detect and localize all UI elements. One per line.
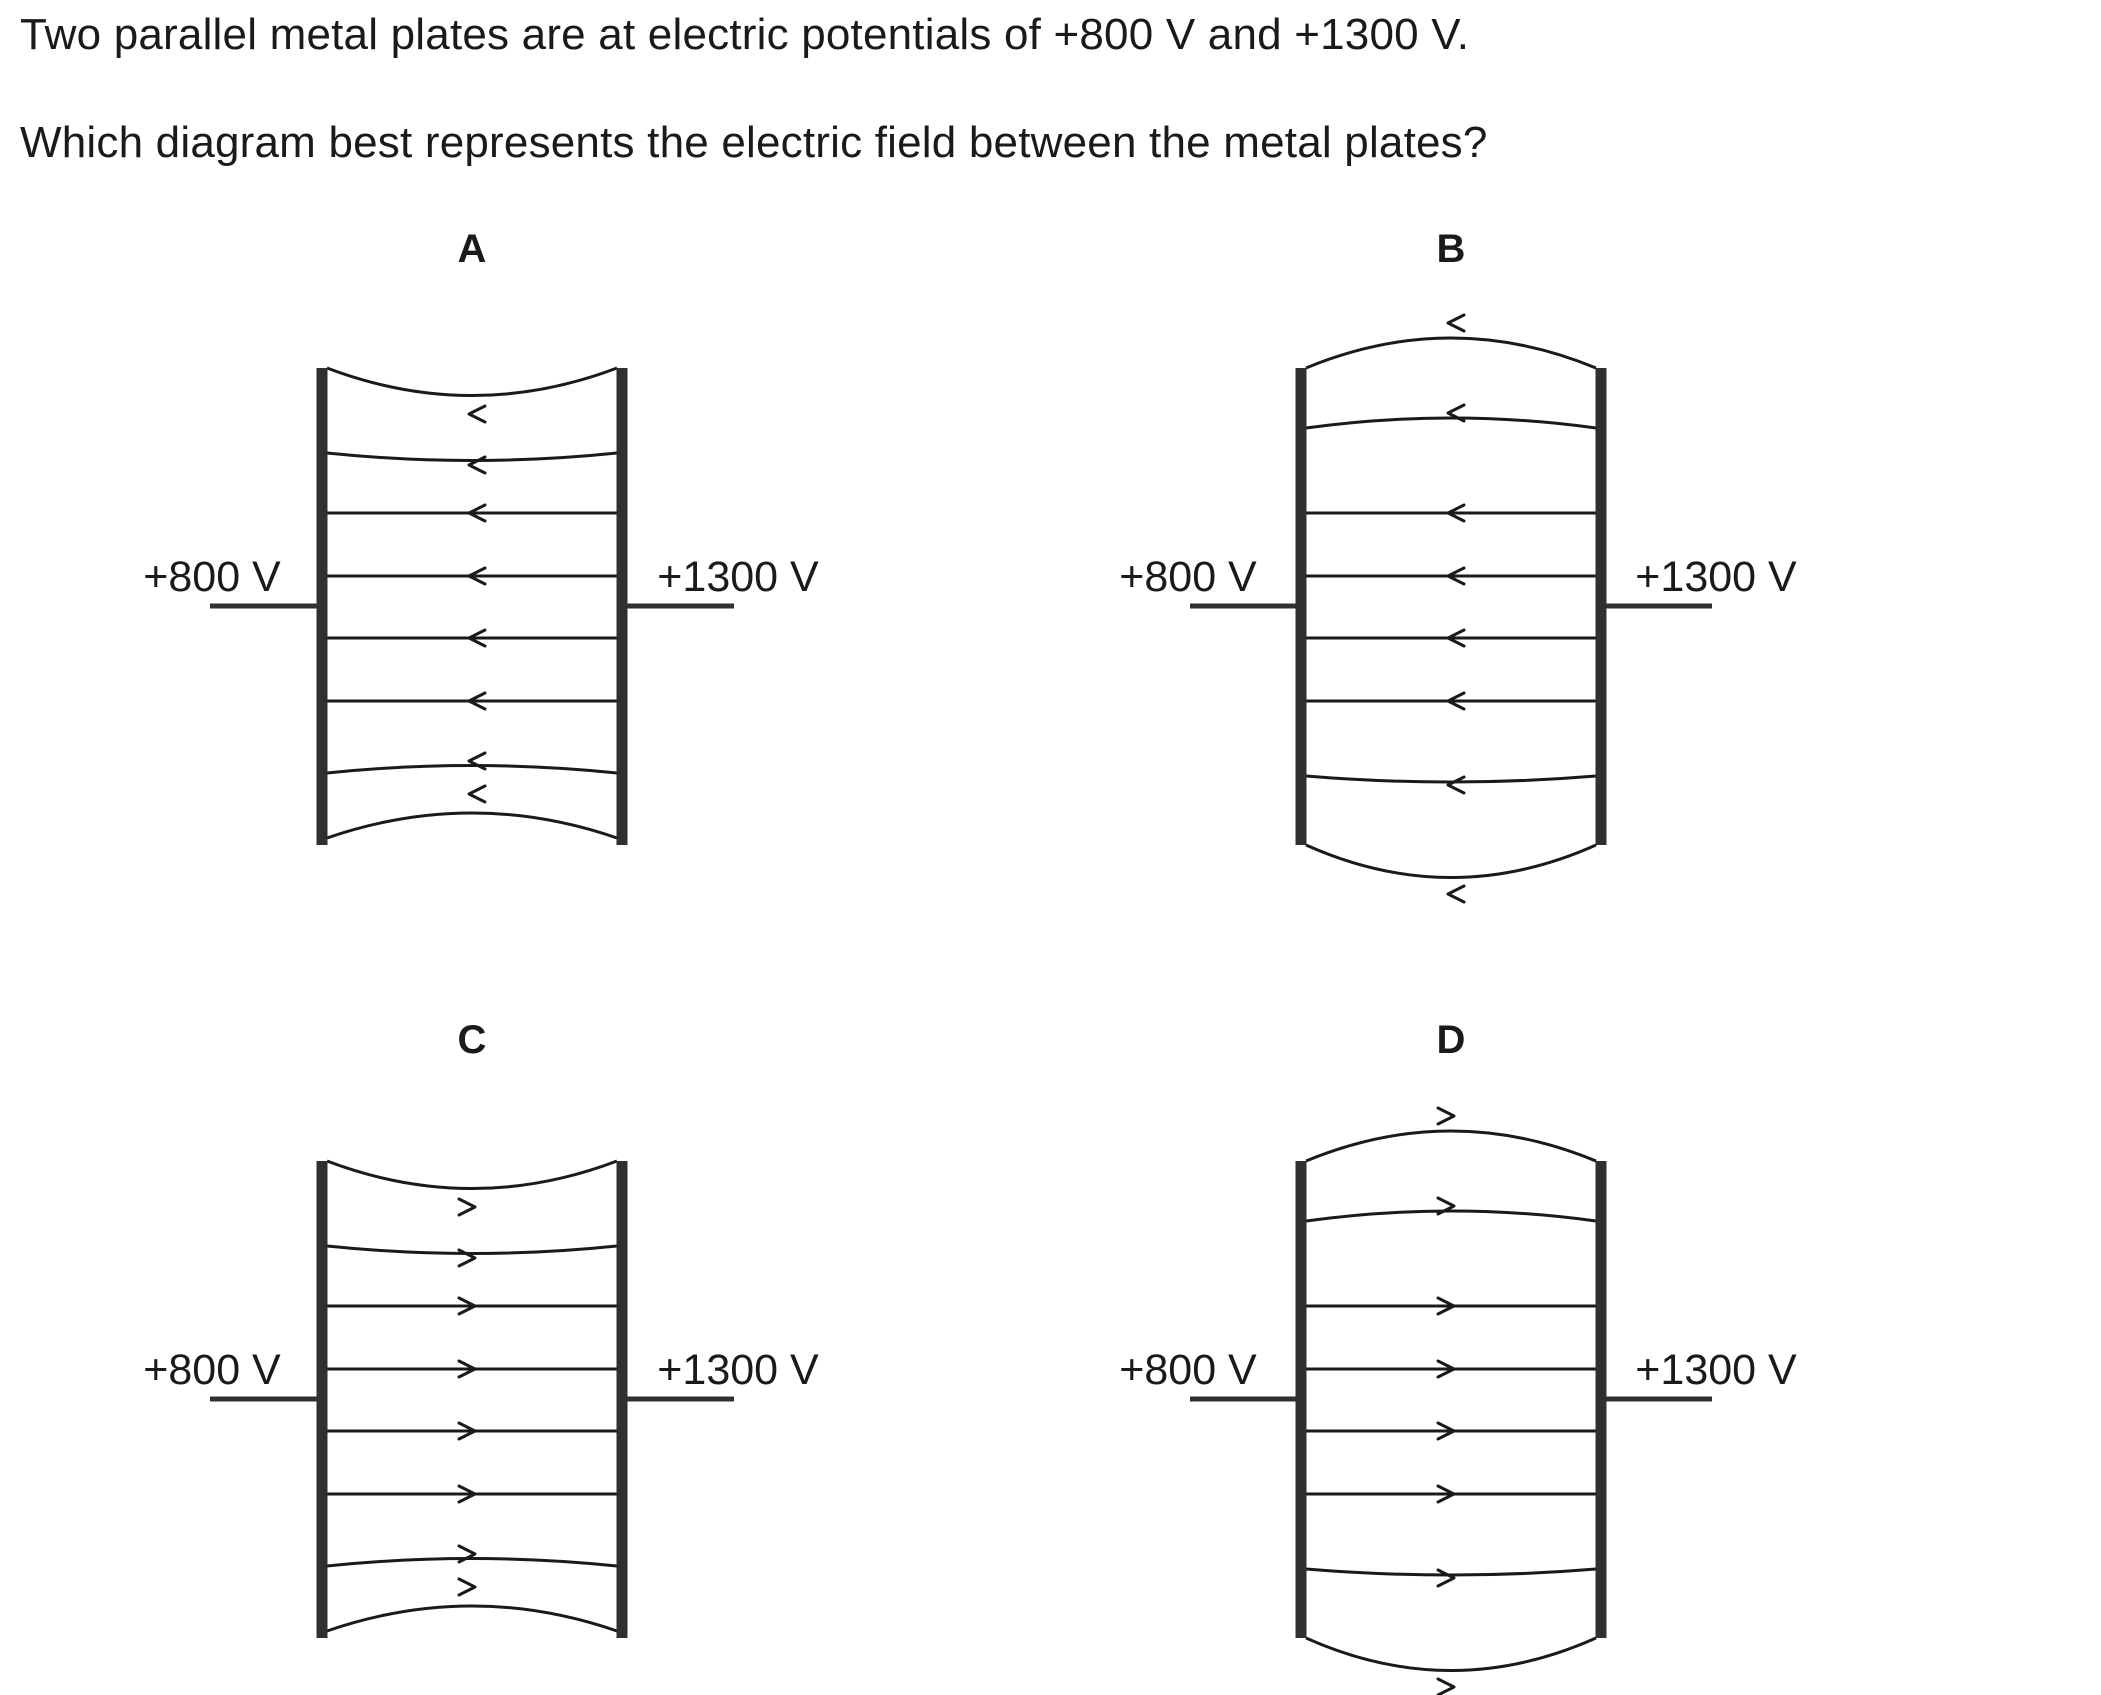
option-c-arrow-icon	[457, 1248, 477, 1268]
option-b-diagram[interactable]: B +800 V +1300 V	[1119, 227, 1797, 904]
option-d-field-line	[1305, 1567, 1597, 1577]
option-a-arrow-icon	[467, 751, 487, 771]
option-a-letter: A	[458, 227, 487, 271]
option-d-field-lines	[1305, 1106, 1597, 1695]
option-b-arrow-icon	[1446, 884, 1466, 904]
option-a-field-line	[326, 366, 618, 397]
option-d-arrow-icon	[1436, 1196, 1456, 1216]
option-d-field-line	[1305, 1209, 1597, 1223]
option-c-arrow-icon	[457, 1197, 477, 1217]
option-a-arrow-icon	[467, 503, 487, 523]
option-a-diagram[interactable]: A +800 V +1300 V	[143, 227, 819, 845]
option-d-arrow-icon	[1436, 1106, 1456, 1126]
option-c-letter: C	[458, 1018, 487, 1062]
option-c-arrow-icon	[457, 1296, 477, 1316]
option-c-field-line	[326, 1557, 618, 1568]
option-b-field-line	[1305, 843, 1597, 879]
option-b-arrow-icon	[1446, 691, 1466, 711]
option-b-field-line	[1305, 416, 1597, 430]
option-c-left-potential: +800 V	[143, 1346, 281, 1394]
option-b-arrow-icon	[1446, 628, 1466, 648]
option-d-arrow-icon	[1436, 1677, 1456, 1695]
option-d-arrow-icon	[1436, 1484, 1456, 1504]
option-b-field-lines	[1305, 313, 1597, 904]
option-b-letter: B	[1437, 227, 1466, 271]
option-c-field-lines	[326, 1159, 618, 1633]
option-d-left-potential: +800 V	[1119, 1346, 1257, 1394]
option-d-diagram[interactable]: D +800 V +1300 V	[1119, 1018, 1797, 1695]
option-b-left-potential: +800 V	[1119, 553, 1257, 601]
option-a-arrow-icon	[467, 404, 487, 424]
option-c-arrow-icon	[457, 1484, 477, 1504]
option-a-arrow-icon	[467, 784, 487, 804]
option-c-right-potential: +1300 V	[657, 1346, 819, 1394]
option-b-arrow-icon	[1446, 313, 1466, 333]
option-c-field-line	[326, 1159, 618, 1190]
option-d-arrow-icon	[1436, 1359, 1456, 1379]
option-c-arrow-icon	[457, 1359, 477, 1379]
option-a-field-lines	[326, 366, 618, 840]
option-d-field-line	[1305, 1129, 1597, 1163]
option-a-field-line	[326, 811, 618, 840]
option-d-arrow-icon	[1436, 1296, 1456, 1316]
option-b-arrow-icon	[1446, 566, 1466, 586]
option-a-left-potential: +800 V	[143, 553, 281, 601]
option-d-arrow-icon	[1436, 1568, 1456, 1588]
option-b-arrow-icon	[1446, 775, 1466, 795]
option-c-arrow-icon	[457, 1577, 477, 1597]
option-d-letter: D	[1437, 1018, 1466, 1062]
option-b-arrow-icon	[1446, 503, 1466, 523]
option-b-arrow-icon	[1446, 403, 1466, 423]
question-prompt: Which diagram best represents the electr…	[20, 118, 1488, 167]
option-c-arrow-icon	[457, 1544, 477, 1564]
option-a-arrow-icon	[467, 691, 487, 711]
option-b-field-line	[1305, 774, 1597, 784]
option-c-field-line	[326, 1604, 618, 1633]
option-a-field-line	[326, 451, 618, 462]
option-a-arrow-icon	[467, 455, 487, 475]
option-c-field-line	[326, 1244, 618, 1255]
option-d-right-potential: +1300 V	[1635, 1346, 1797, 1394]
option-a-arrow-icon	[467, 628, 487, 648]
option-b-field-line	[1305, 336, 1597, 370]
option-a-field-line	[326, 764, 618, 775]
question-text: Two parallel metal plates are at electri…	[20, 10, 1470, 59]
option-c-arrow-icon	[457, 1421, 477, 1441]
option-a-right-potential: +1300 V	[657, 553, 819, 601]
option-c-diagram[interactable]: C +800 V +1300 V	[143, 1018, 819, 1638]
option-d-arrow-icon	[1436, 1421, 1456, 1441]
option-b-right-potential: +1300 V	[1635, 553, 1797, 601]
option-d-field-line	[1305, 1636, 1597, 1672]
option-a-arrow-icon	[467, 566, 487, 586]
